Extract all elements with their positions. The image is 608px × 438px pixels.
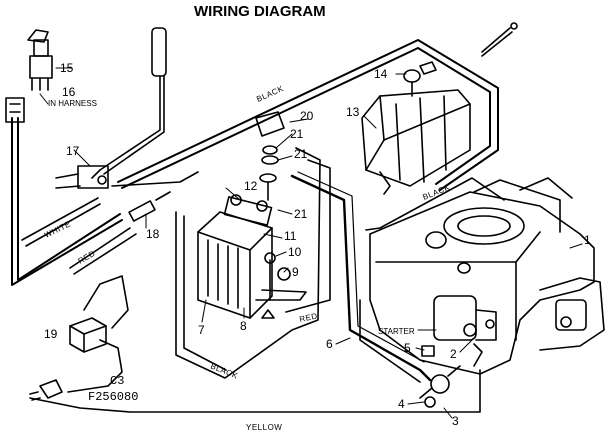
callout-21-upper: 21 [290,127,304,141]
fuel-tank-assembly [361,22,518,195]
callout-18: 18 [146,227,160,241]
in-harness-label: IN HARNESS [48,99,97,108]
callout-4: 4 [398,397,405,411]
diagram-title: WIRING DIAGRAM [194,3,326,20]
key-switch [27,29,53,91]
callout-12: 12 [244,179,258,193]
terminal-boot [255,111,285,201]
callout-7: 7 [198,323,205,337]
callout-21-lower: 21 [294,207,308,221]
starter-label: STARTER [378,327,415,336]
starter-terminals [419,343,483,408]
interlock-switch [55,165,109,189]
callout-9: 9 [292,265,299,279]
callout-14: 14 [374,67,388,81]
callout-2: 2 [450,347,457,361]
callout-16: 16 [62,85,76,99]
wire-label-red-left: RED [77,249,97,266]
harness-connector [5,97,25,123]
callout-10: 10 [288,245,302,259]
callout-5: 5 [404,341,411,355]
callout-17: 17 [66,144,80,158]
callout-6: 6 [326,337,333,351]
diagram-code-c3: C3 [110,374,124,388]
callout-19: 19 [44,327,58,341]
wire-harness [11,39,505,413]
callout-leaders [39,67,583,419]
callout-21-middle: 21 [294,147,308,161]
diagram-code-part: F256080 [88,390,138,404]
voltage-regulator [29,317,107,401]
wire-label-black-top: BLACK [255,84,285,104]
wire-label-black-engine: BLACK [421,183,451,202]
solenoid-assembly [197,194,307,319]
inline-connector [128,191,171,222]
callout-11: 11 [284,229,297,243]
callout-8: 8 [240,319,247,333]
callout-1: 1 [584,233,591,247]
callout-15: 15 [60,61,74,75]
callout-3: 3 [452,414,459,428]
wire-label-white: WHITE [43,219,72,239]
callout-20: 20 [300,109,314,123]
control-lever [91,27,167,179]
wire-label-red-right: RED [299,311,319,324]
engine [369,177,605,375]
wire-label-yellow: YELLOW [246,423,282,432]
callout-13: 13 [346,105,360,119]
